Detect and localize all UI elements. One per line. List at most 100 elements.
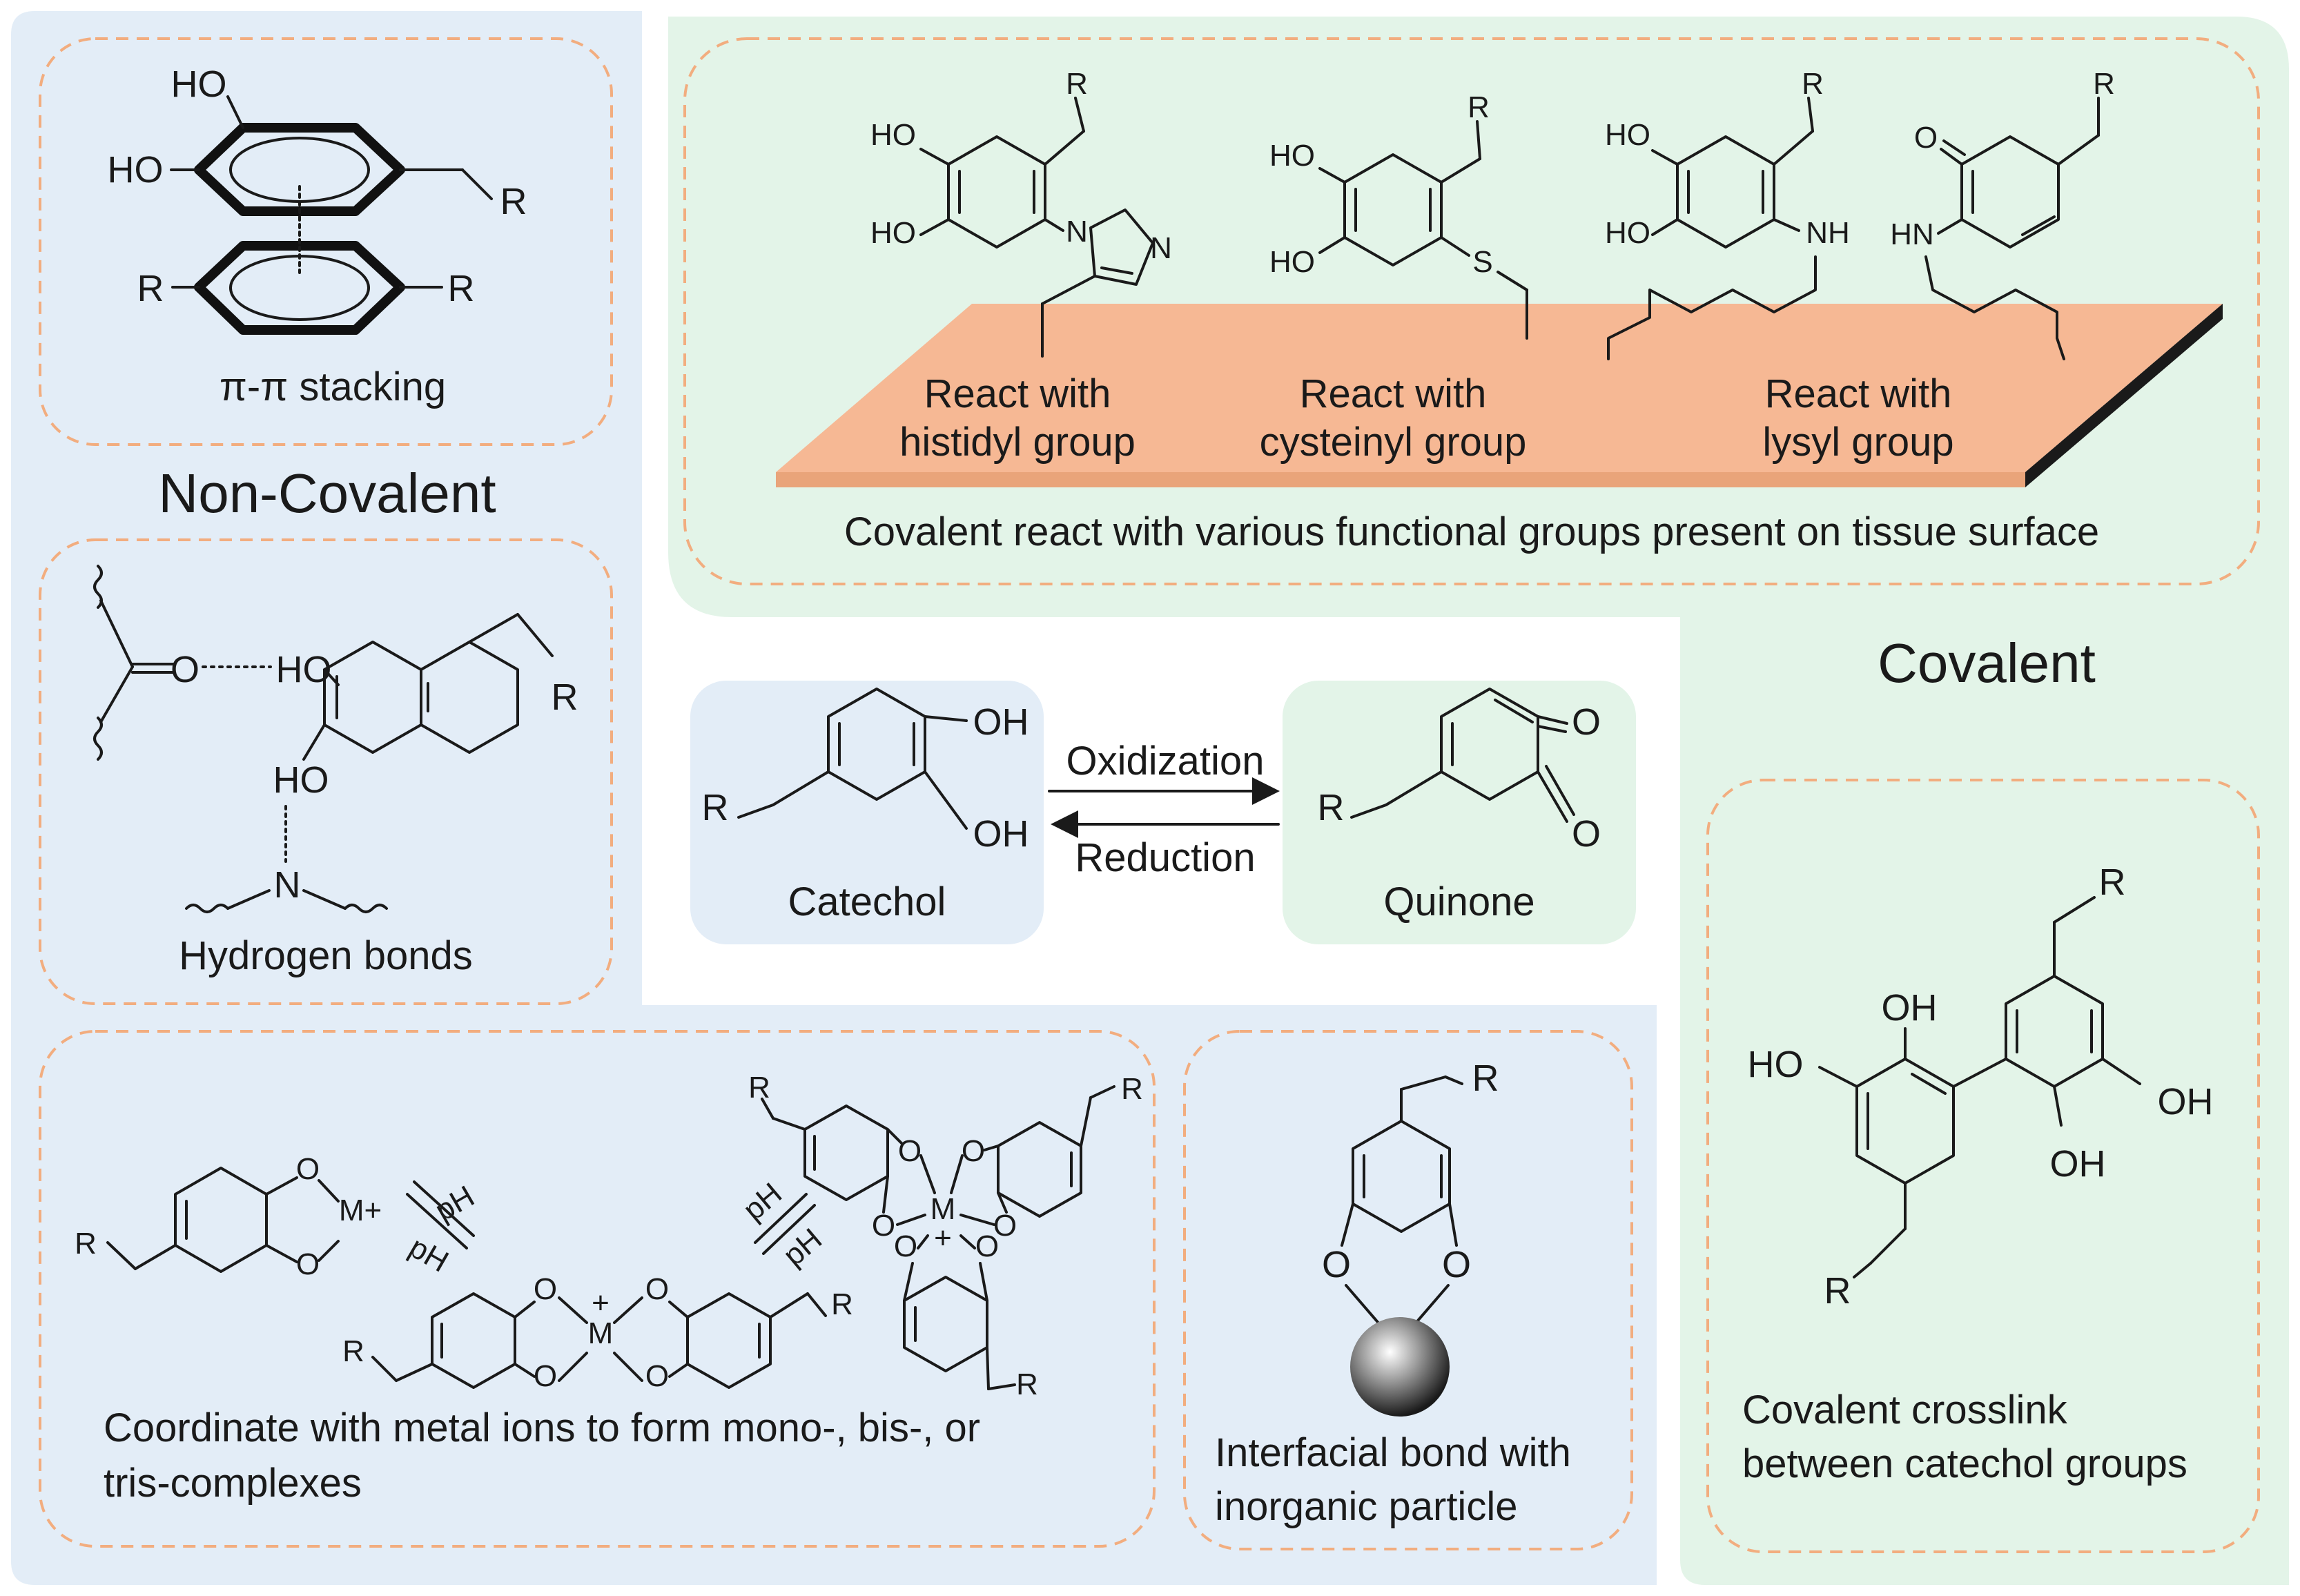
histidyl-structure: R HO HO N N [870,67,1172,358]
catechol-oh-top: OH [973,701,1029,743]
pi-ho-top: HO [171,64,227,105]
bis-r-left: R [342,1334,364,1368]
catechol-oh-bottom: OH [973,813,1029,855]
tris-o-1: O [898,1134,922,1168]
pi-ho-left: HO [108,149,164,191]
pi-r-bottom-left: R [137,268,164,309]
bis-o-1: O [534,1272,557,1306]
metal-coordination-box [39,1030,1156,1548]
interfacial-o-left: O [1322,1244,1351,1285]
crosslink-r-top: R [2099,862,2126,903]
mono-complex-structure: R O O M+ [75,1152,382,1281]
tris-r-3: R [1016,1368,1038,1401]
mono-r: R [75,1227,97,1261]
noncovalent-region [11,11,1657,1585]
pi-r-right: R [500,181,527,222]
histidyl-n2: N [1150,231,1172,265]
lysyl1-r: R [1802,67,1824,101]
pi-stacking-panel: HO HO R R R π-π stacking [39,37,613,446]
tissue-surface-edge [2025,304,2223,487]
cysteinyl-label-line2: cysteinyl group [1260,420,1527,465]
metal-caption-line2: tris-complexes [104,1461,362,1506]
lysyl-label-line2: lysyl group [1762,420,1953,465]
bis-plus: + [592,1286,610,1320]
lysyl2-o: O [1914,121,1938,155]
bis-m: M [588,1316,614,1350]
reduction-label: Reduction [1075,835,1255,880]
tissue-box [683,37,2260,585]
catechol-label: Catechol [788,879,946,924]
quinone-box [1283,681,1636,944]
metal-caption-line1: Coordinate with metal ions to form mono-… [104,1405,980,1450]
hydrogen-bonds-caption: Hydrogen bonds [179,933,473,978]
tris-o-6: O [975,1229,999,1263]
quinone-label: Quinone [1383,879,1534,924]
crosslink-oh-right: OH [2158,1081,2214,1122]
interfacial-box [1183,1030,1633,1550]
lysyl-label-line1: React with [1765,371,1952,416]
histidyl-label-line1: React with [924,371,1111,416]
bis-o-4: O [645,1359,669,1393]
pi-stacking-structure: HO HO R R R [108,64,527,335]
pi-stacking-caption: π-π stacking [220,364,446,409]
histidyl-ho-top: HO [870,118,916,152]
tris-o-4: O [993,1209,1017,1243]
hydrogen-bonds-panel: O HO R HO N Hydrogen bonds [39,538,613,1005]
interfacial-panel: R O O Interfacial bond with inorganic pa… [1183,1030,1633,1550]
mono-o-bottom: O [296,1247,320,1281]
noncovalent-title: Non-Covalent [158,463,496,524]
crosslink-caption-line1: Covalent crosslink [1742,1388,2068,1432]
cysteinyl-s: S [1472,245,1492,279]
lysyl1-ho-top: HO [1605,118,1650,152]
crosslink-oh-right-bottom: OH [2050,1143,2106,1185]
quinone-o-top: O [1572,701,1601,743]
quinone-structure: O O R [1318,688,1601,855]
crosslink-structure: OH HO R R OH OH [1748,862,2214,1312]
crosslink-box [1706,779,2260,1553]
tris-m: M [930,1192,956,1226]
crosslink-panel: OH HO R R OH OH Covalent crosslink betwe… [1706,779,2260,1553]
tris-r-2: R [1121,1072,1143,1106]
crosslink-caption-line2: between catechol groups [1742,1441,2187,1486]
catechol-r: R [702,787,729,828]
tris-o-2: O [872,1209,895,1243]
hb-r: R [552,677,578,718]
pi-stacking-box [39,37,613,446]
hydrogen-bonds-box [39,538,613,1005]
oxidization-label: Oxidization [1066,739,1265,784]
catechol-box [690,681,1044,944]
hb-carbonyl-o: O [170,649,199,690]
interfacial-r: R [1472,1058,1499,1099]
lysyl-structures: R HO HO NH R O HN [1605,67,2115,360]
hb-amine-n: N [274,864,301,906]
crosslink-ho-left: HO [1748,1044,1804,1085]
hydrogen-bonds-structure: O HO R HO N [93,565,578,913]
bis-r-right: R [831,1287,853,1321]
tissue-surface-front [776,472,2025,487]
cysteinyl-ho-top: HO [1269,139,1315,173]
tris-plus: + [934,1221,952,1255]
redox-panel: OH OH R Catechol O O R Quinone Oxidizati… [690,681,1636,944]
interfacial-caption-line2: inorganic particle [1215,1484,1517,1529]
hb-ho-2: HO [273,759,329,801]
cysteinyl-r: R [1468,90,1490,124]
lysyl1-nh: NH [1806,216,1850,250]
tissue-caption: Covalent react with various functional g… [844,509,2099,554]
cysteinyl-structure: R HO HO S [1269,90,1528,340]
bis-o-2: O [534,1359,557,1393]
quinone-o-bottom: O [1572,813,1601,855]
cysteinyl-ho-bottom: HO [1269,245,1315,279]
tris-complex-structure: M + R O O O O R O O [748,1071,1143,1401]
quinone-r: R [1318,787,1345,828]
histidyl-label-line2: histidyl group [899,420,1136,465]
tris-o-3: O [962,1134,985,1168]
pi-r-bottom-right: R [448,268,475,309]
hb-ho-1: HO [276,649,332,690]
lysyl2-hn: HN [1890,217,1934,251]
crosslink-oh-left-top: OH [1882,987,1938,1029]
catechol-structure: OH OH R [702,688,1029,855]
covalent-title: Covalent [1878,632,2096,694]
tissue-surface [776,304,2223,472]
bis-complex-structure: R O O M + O O R [342,1272,853,1393]
tris-r-1: R [748,1071,770,1104]
